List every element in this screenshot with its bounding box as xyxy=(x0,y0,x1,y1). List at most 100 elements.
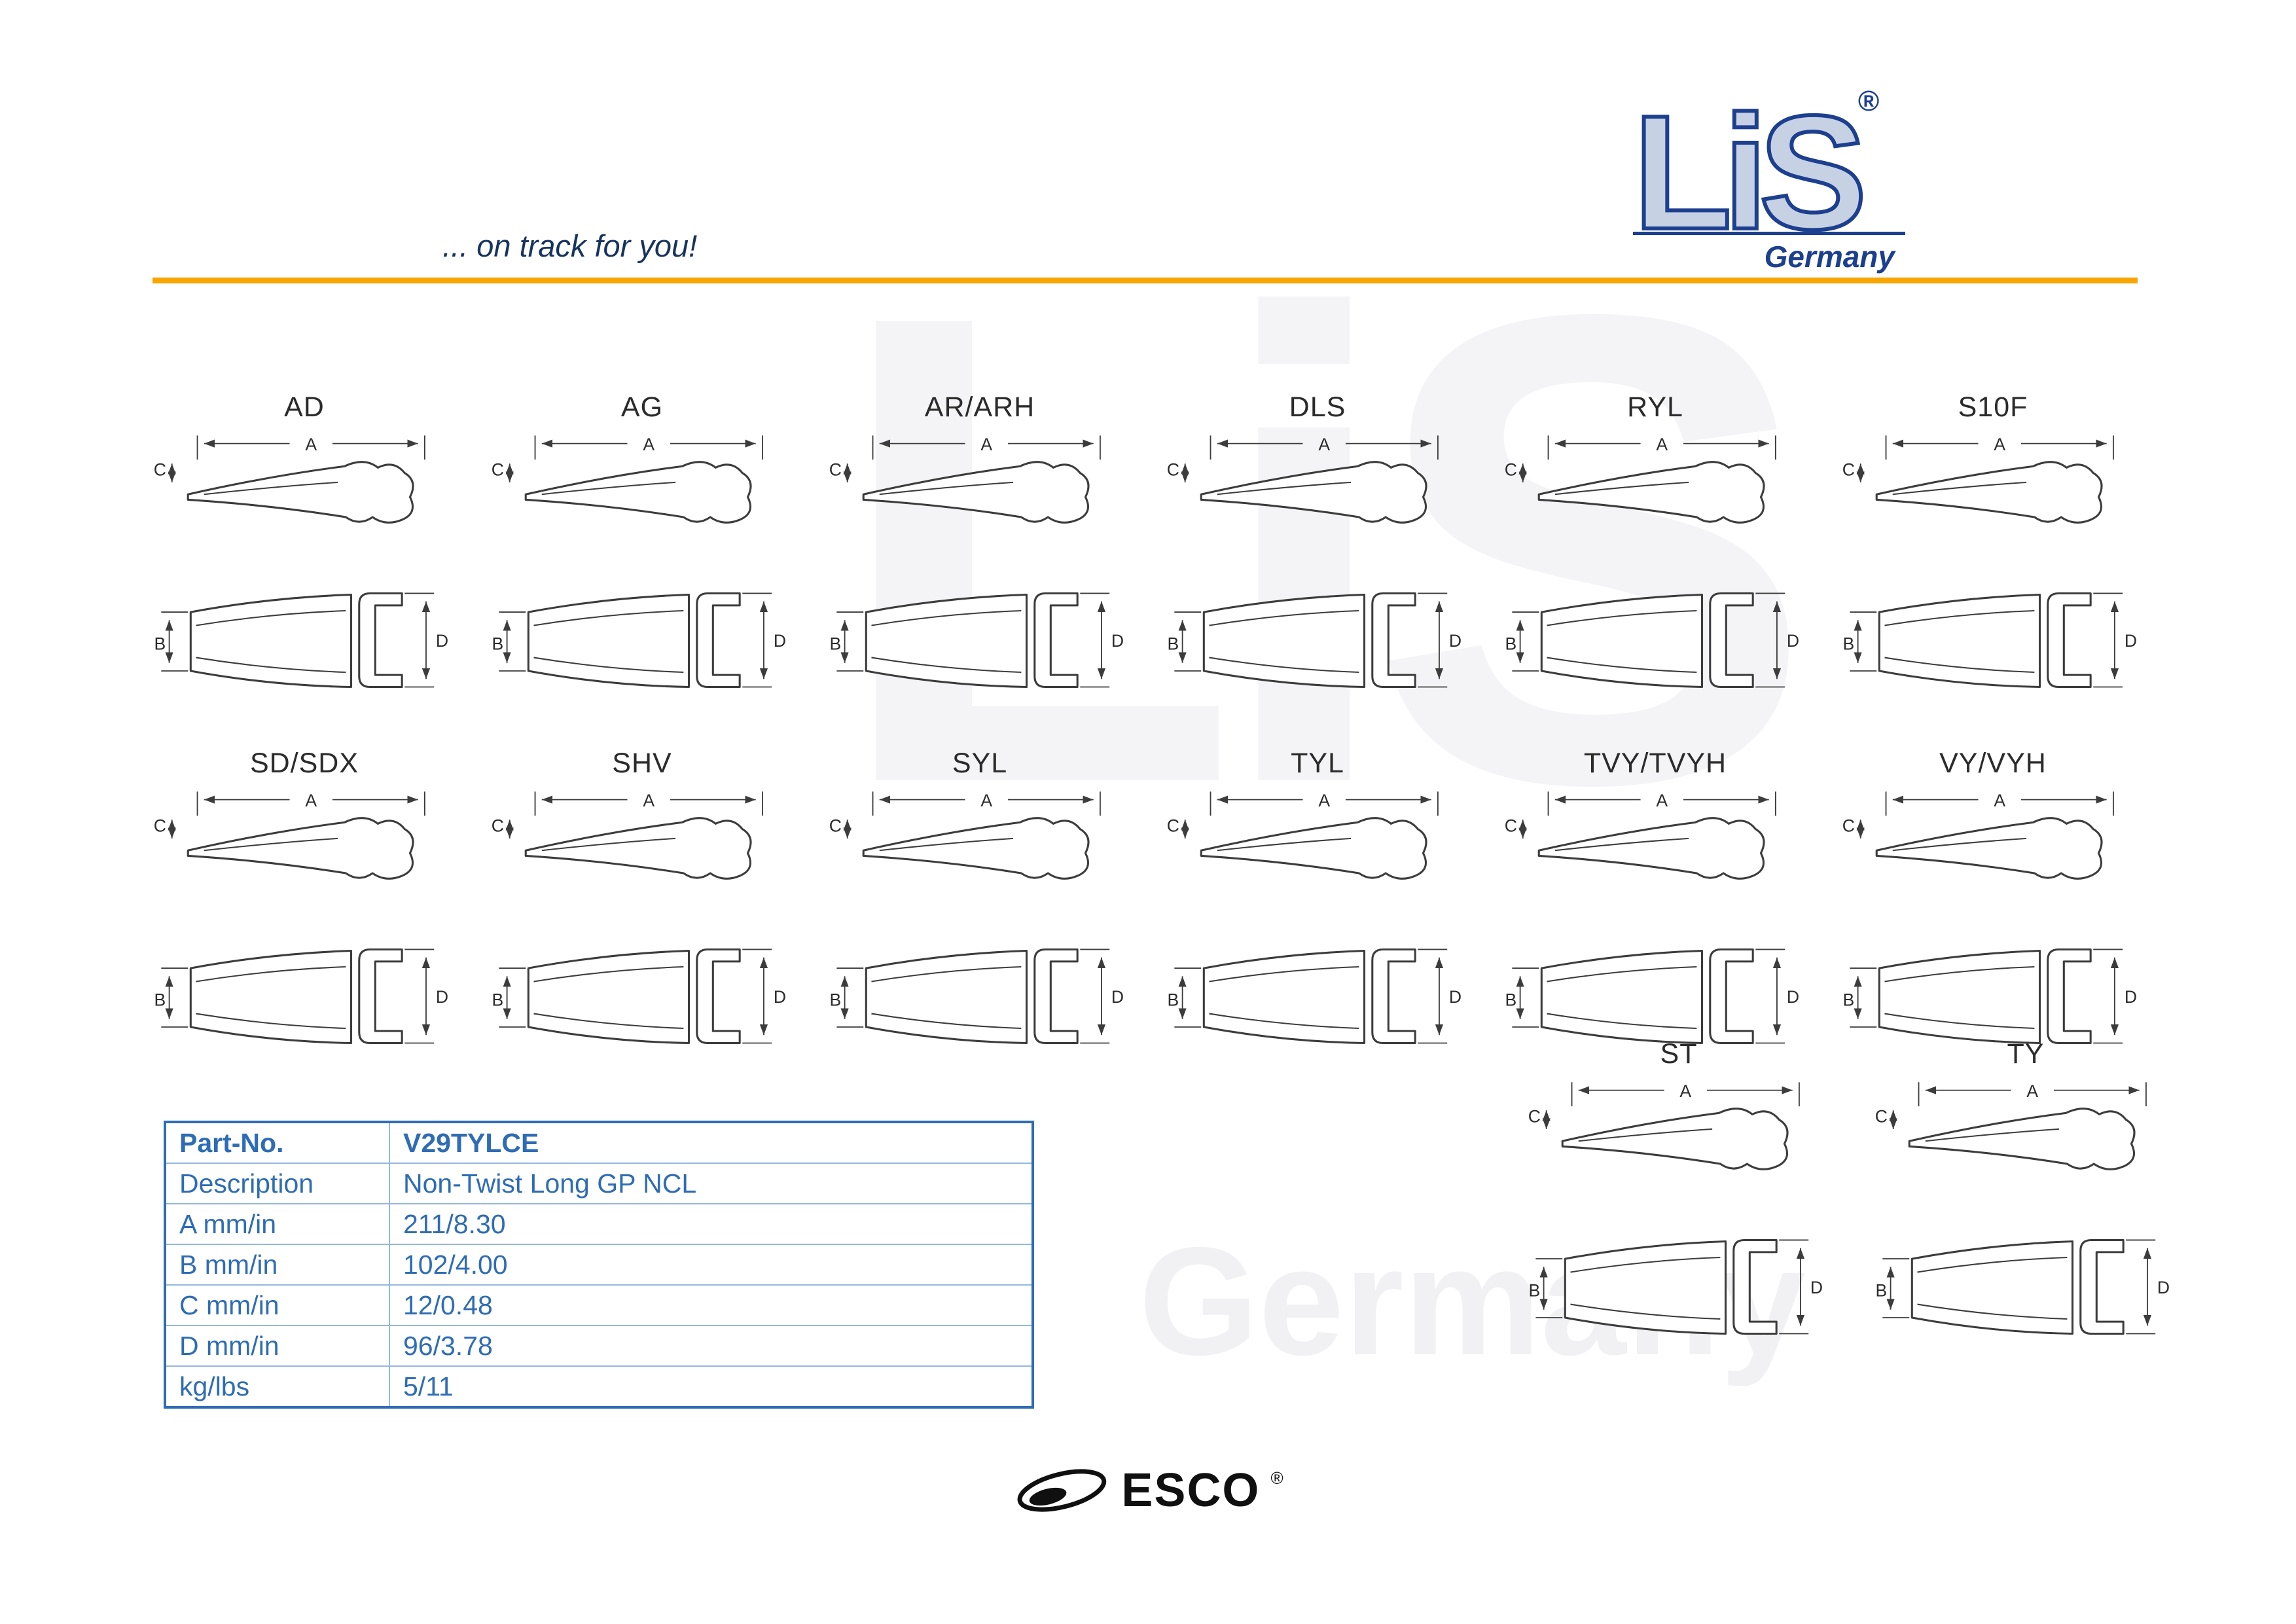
tooth-profile-drawing: A C B D xyxy=(1167,791,1462,1045)
tooth-plan-detail-bottom xyxy=(533,1013,684,1030)
tooth-plan-view xyxy=(189,949,353,1045)
tooth-profile-drawing: A C B D xyxy=(1167,435,1462,689)
profile-name: VY/VYH xyxy=(1939,748,2047,779)
table-row: C mm/in 12/0.48 xyxy=(164,1284,1033,1326)
plan-view-dimension-lines: B D xyxy=(1875,1239,2170,1335)
dim-label-a: A xyxy=(1318,791,1330,810)
dim-label-b: B xyxy=(829,634,841,653)
esco-logo-text: ESCO xyxy=(1121,1464,1261,1517)
dim-label-b: B xyxy=(492,634,503,653)
tooth-profile-drawing: A C B D xyxy=(1842,791,2137,1045)
tooth-plan-detail-bottom xyxy=(1884,657,2035,674)
watermark-lis-logo: LiS xyxy=(831,177,1815,922)
lis-logo-country: Germany xyxy=(1633,231,1905,274)
tooth-plan-detail-top xyxy=(533,610,684,626)
tooth-plan-detail-top xyxy=(1570,1257,1721,1273)
tooth-side-view xyxy=(187,461,414,524)
tooth-plan-detail-bottom xyxy=(533,657,684,674)
tooth-plan-detail-bottom xyxy=(871,1013,1022,1030)
tooth-plan-detail-bottom xyxy=(1917,1303,2068,1320)
retainer-clip xyxy=(1709,948,1754,1045)
tooth-plan-detail-top xyxy=(871,610,1022,626)
tooth-plan-detail-top xyxy=(1547,966,1697,983)
tooth-profile-cell: AR/ARH A C B xyxy=(826,391,1134,746)
tooth-profile-cell: AD A C B xyxy=(151,391,458,746)
retainer-clip xyxy=(1732,1238,1778,1335)
table-row: D mm/in 96/3.78 xyxy=(164,1325,1033,1367)
retainer-clip xyxy=(696,592,741,689)
retainer-clip xyxy=(358,592,403,689)
plan-view-dimension-lines: B D xyxy=(1528,1239,1823,1335)
tooth-plan-detail-top xyxy=(1209,610,1359,626)
retainer-clip xyxy=(358,948,403,1045)
tooth-plan-detail-top xyxy=(196,966,346,983)
plan-view-dimension-lines: B D xyxy=(1842,948,2137,1044)
tooth-side-view xyxy=(1561,1108,1789,1170)
tooth-side-detail-line xyxy=(1217,837,1352,852)
dim-label-a: A xyxy=(643,435,655,454)
dim-label-c: C xyxy=(1842,460,1855,480)
retainer-clip xyxy=(1033,948,1079,1045)
tooth-profile-cell: SHV A C B xyxy=(488,748,796,1102)
tooth-plan-detail-bottom xyxy=(196,1013,346,1030)
dim-label-b: B xyxy=(1505,634,1516,653)
tooth-plan-detail-bottom xyxy=(1209,657,1359,674)
tooth-side-view xyxy=(1537,461,1765,524)
lis-germany-logo: LiS® Germany xyxy=(1631,85,1928,274)
dim-label-b: B xyxy=(1842,990,1854,1009)
side-view-dimension-lines: A C xyxy=(154,435,425,482)
table-row-label: Description xyxy=(164,1163,390,1204)
tooth-side-view xyxy=(1200,461,1427,524)
tooth-side-detail-line xyxy=(879,837,1014,852)
dim-label-b: B xyxy=(1842,634,1854,653)
tooth-plan-detail-top xyxy=(1917,1257,2068,1273)
plan-view-dimension-lines: B D xyxy=(1167,592,1462,688)
side-view-dimension-lines: A C xyxy=(1167,435,1439,482)
dim-label-b: B xyxy=(154,634,166,653)
tooth-plan-view xyxy=(1910,1240,2074,1335)
dim-label-a: A xyxy=(1994,435,2005,454)
table-row: A mm/in 211/8.30 xyxy=(164,1203,1033,1245)
table-row-value: Non-Twist Long GP NCL xyxy=(389,1163,1033,1204)
dim-label-c: C xyxy=(1167,460,1179,480)
dim-label-c: C xyxy=(154,816,166,836)
table-row-value: 211/8.30 xyxy=(389,1203,1033,1245)
dim-label-d: D xyxy=(2125,987,2137,1007)
table-row: B mm/in 102/4.00 xyxy=(164,1244,1033,1286)
plan-view-dimension-lines: B D xyxy=(1167,948,1462,1044)
orange-divider-rule xyxy=(152,278,2138,283)
plan-view-dimension-lines: B D xyxy=(492,948,786,1044)
dim-label-a: A xyxy=(2026,1081,2038,1101)
table-row-label: Part-No. xyxy=(164,1121,390,1164)
tooth-profile-cell: TYL A C B xyxy=(1164,748,1471,1102)
dim-label-c: C xyxy=(1842,816,1855,836)
tooth-plan-view xyxy=(527,949,691,1045)
side-view-dimension-lines: A C xyxy=(1167,791,1439,839)
tooth-side-view xyxy=(862,461,1090,524)
dim-label-c: C xyxy=(154,460,166,480)
tooth-side-view xyxy=(1200,817,1427,880)
tooth-plan-detail-top xyxy=(1547,610,1697,626)
dim-label-d: D xyxy=(2125,631,2137,651)
tooth-profile-cell: S10F A C B xyxy=(1839,391,2147,746)
tagline: ... on track for you! xyxy=(442,228,698,263)
dim-label-a: A xyxy=(1318,435,1330,454)
dim-label-d: D xyxy=(1111,987,1124,1007)
dim-label-c: C xyxy=(1167,816,1179,836)
profile-row-3: ST A C B xyxy=(1525,1038,2179,1392)
profile-name: TYL xyxy=(1291,748,1344,779)
tooth-side-detail-line xyxy=(1578,1128,1713,1142)
dim-label-d: D xyxy=(436,631,448,651)
table-row-label: kg/lbs xyxy=(164,1365,390,1408)
side-view-dimension-lines: A C xyxy=(1505,435,1776,482)
retainer-clip xyxy=(2079,1238,2125,1335)
dim-label-a: A xyxy=(1994,791,2005,810)
dim-label-d: D xyxy=(1111,631,1124,651)
side-view-dimension-lines: A C xyxy=(1505,791,1776,839)
profile-row-2: SD/SDX A C B xyxy=(151,748,2147,1102)
plan-view-dimension-lines: B D xyxy=(154,948,448,1044)
retainer-clip xyxy=(1709,592,1754,689)
table-row-value: 5/11 xyxy=(389,1365,1033,1408)
table-row: Description Non-Twist Long GP NCL xyxy=(164,1163,1033,1204)
